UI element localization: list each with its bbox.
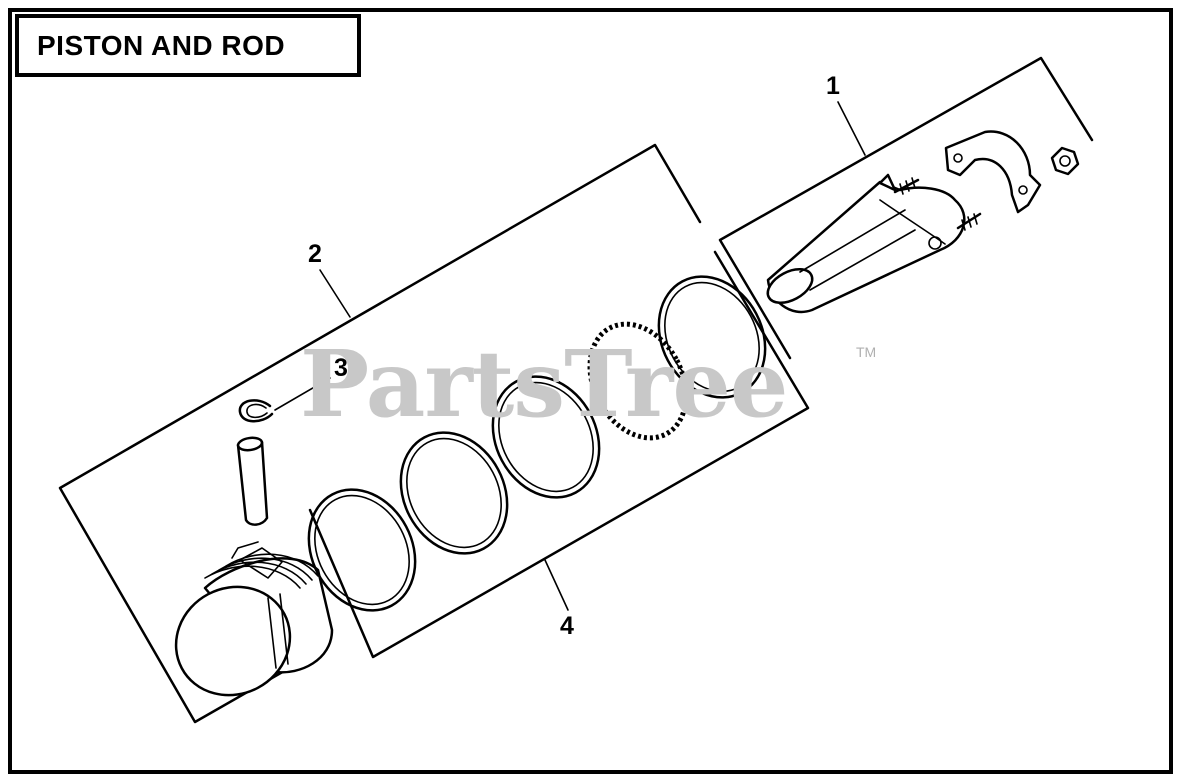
leader-line-1 [837,101,866,156]
callout-4: 4 [560,612,574,640]
watermark-brand: PartsTree [300,330,788,438]
piston-ring-3 [491,375,601,499]
bracket-item-2 [58,143,702,724]
callout-2: 2 [308,240,322,268]
bracket-item-1 [718,56,1094,360]
piston-ring-4 [657,275,767,399]
leader-line-2 [319,269,351,318]
leader-line-3 [274,377,331,411]
watermark-tm: TM [856,344,877,360]
rod-nut [1050,146,1080,176]
bracket-item-4 [308,250,810,659]
rod-cap [944,130,1042,214]
retaining-clip [238,399,274,423]
piston-ring-1 [307,488,417,612]
leader-line-4 [544,559,569,611]
diagram-title-box: PISTON AND ROD [15,14,361,77]
callout-3: 3 [334,354,348,382]
diagram-title: PISTON AND ROD [37,29,286,61]
callout-1: 1 [826,72,840,100]
oil-ring-expander [587,321,689,441]
connecting-rod [766,173,982,313]
piston [174,541,334,697]
piston-ring-2 [399,431,509,555]
outer-frame [8,8,1173,774]
piston-pin [236,436,269,526]
